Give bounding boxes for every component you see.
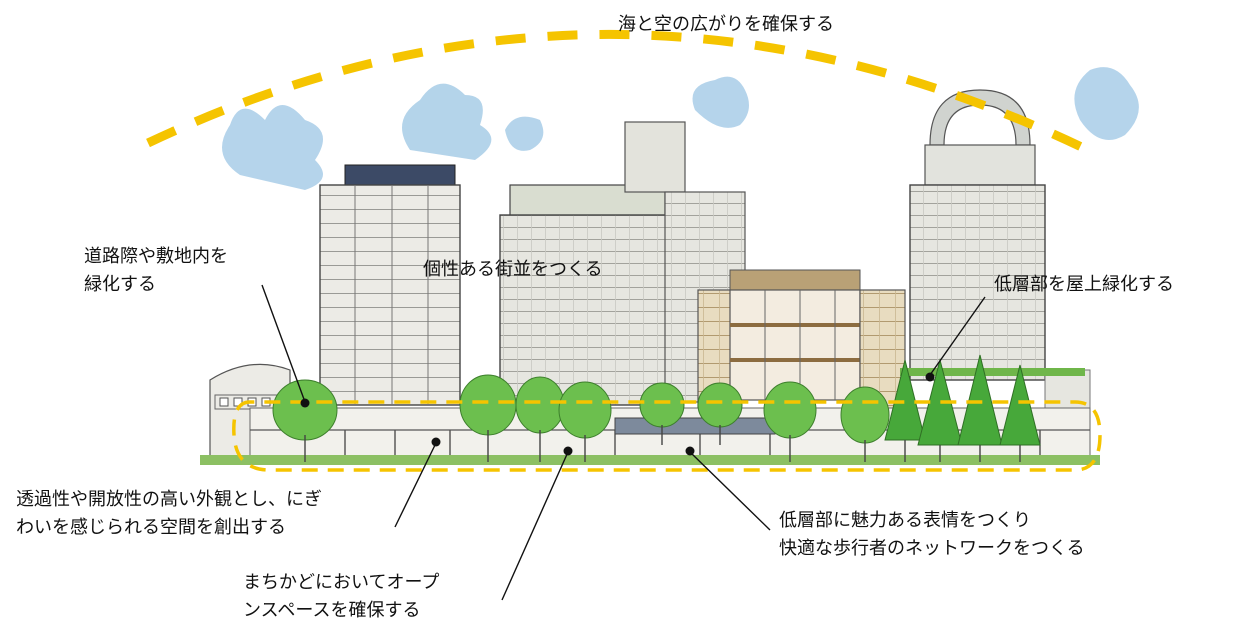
lowrise-label: 低層部に魅力ある表情をつくり 快適な歩行者のネットワークをつくる	[779, 507, 1085, 563]
transparent-label-line1: 透過性や開放性の高い外観とし、にぎ	[16, 489, 322, 510]
streetscape-label: 個性ある街並をつくる	[423, 259, 603, 280]
roadside-label-line2: 緑化する	[84, 274, 156, 295]
corner-label-line1: まちかどにおいてオープ	[243, 572, 440, 593]
left-tower	[319, 164, 461, 406]
right-tower	[909, 89, 1091, 411]
transparent-label: 透過性や開放性の高い外観とし、にぎ わいを感じられる空間を創出する	[16, 486, 322, 542]
leader-lines	[261, 284, 986, 601]
sky-arc-highlight	[146, 30, 1100, 160]
lowrise-label-line2: 快適な歩行者のネットワークをつくる	[779, 538, 1085, 559]
sky-label: 海と空の広がりを確保する	[618, 14, 834, 35]
corner-label: まちかどにおいてオープ ンスペースを確保する	[243, 569, 439, 625]
warm-midrise	[697, 269, 906, 411]
rooftop-label: 低層部を屋上緑化する	[994, 274, 1174, 295]
sky-clouds	[222, 67, 1139, 190]
lowrise-label-line1: 低層部に魅力ある表情をつくり	[779, 510, 1031, 531]
street-trees	[272, 354, 1041, 462]
ground-loop-highlight	[232, 400, 1102, 472]
roadside-label-line1: 道路際や敷地内を	[84, 246, 228, 267]
transparent-label-line2: わいを感じられる空間を創出する	[16, 517, 286, 538]
roadside-label: 道路際や敷地内を 緑化する	[84, 243, 228, 299]
corner-label-line2: ンスペースを確保する	[243, 600, 421, 621]
leader-dots	[300, 372, 935, 456]
rooftop-green	[900, 368, 1085, 376]
